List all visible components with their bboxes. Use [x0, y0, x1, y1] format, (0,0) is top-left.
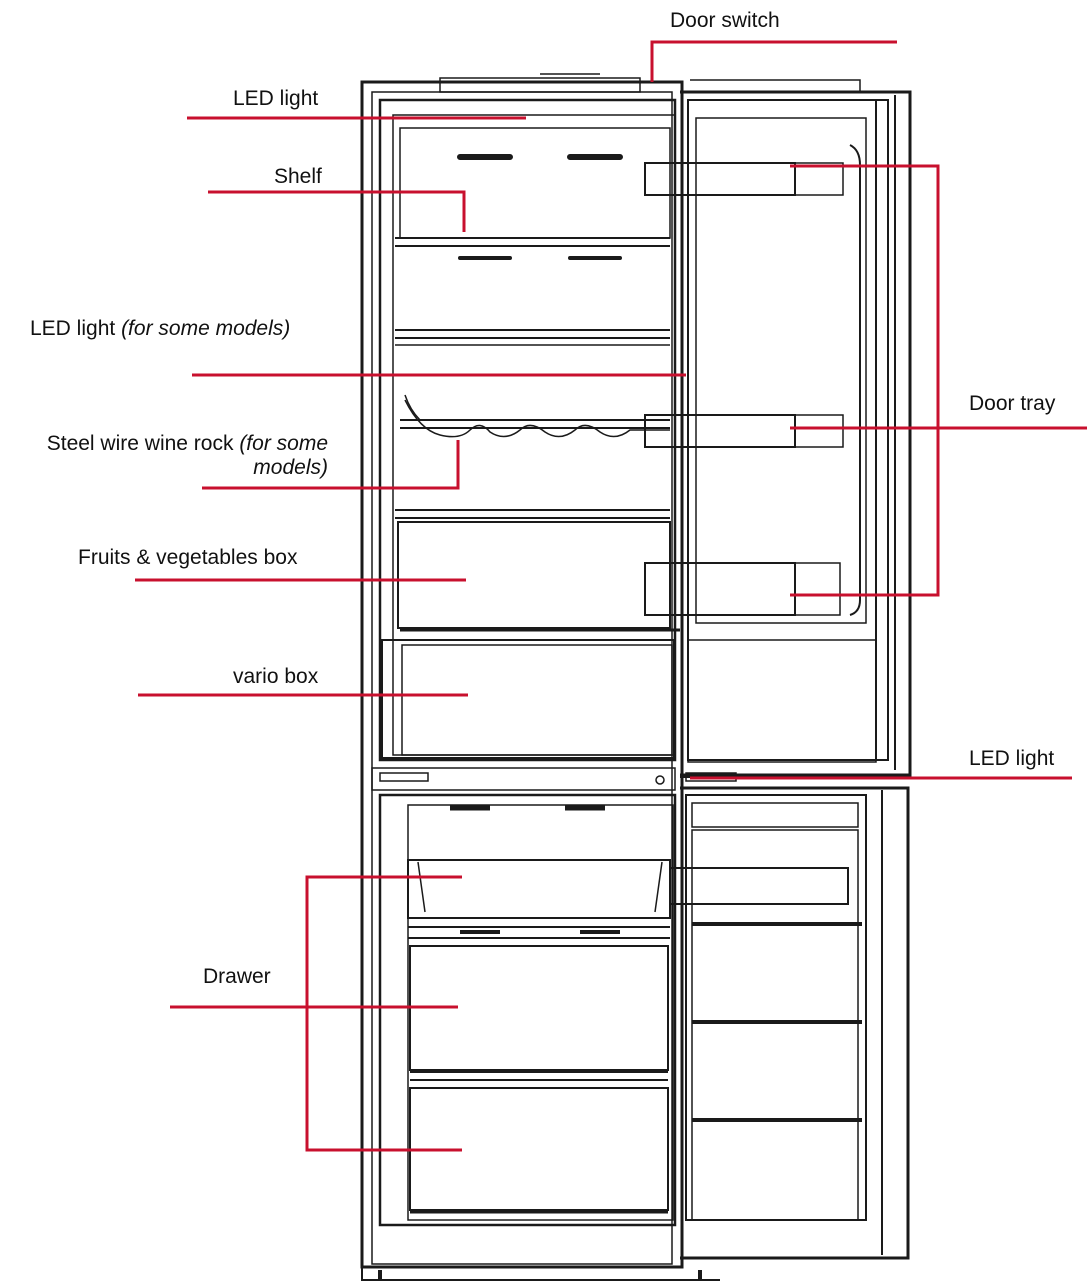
shelf-label: Shelf [274, 165, 322, 188]
drawer-bracket [305, 875, 462, 1152]
leader-lines [135, 40, 1087, 1152]
led-light-mid-label: LED light [969, 747, 1055, 770]
door-switch-leader [650, 40, 897, 82]
door-tray-bracket [790, 164, 940, 597]
door-switch-label: Door switch [670, 9, 780, 32]
vario-box-label: vario box [233, 665, 319, 688]
fridge-outline [360, 73, 912, 1281]
wine-rack-leader [202, 440, 460, 490]
door-tray-label: Door tray [969, 392, 1056, 415]
wine-rack-label-line1: Steel wire wine rock (for some [8, 432, 328, 456]
drawer-label: Drawer [203, 965, 271, 988]
led-light-models-main: LED light [30, 317, 116, 340]
shelf-leader [208, 190, 466, 232]
wine-rack-note-2: models) [253, 456, 328, 479]
led-light-models-label: LED light (for some models) [30, 317, 290, 341]
wine-rack-main: Steel wire wine rock [46, 432, 234, 455]
wine-rack-note-1: (for some [239, 432, 328, 455]
led-light-top-label: LED light [233, 87, 319, 110]
fruits-box-label: Fruits & vegetables box [78, 546, 298, 569]
led-light-models-note: (for some models) [121, 317, 291, 340]
